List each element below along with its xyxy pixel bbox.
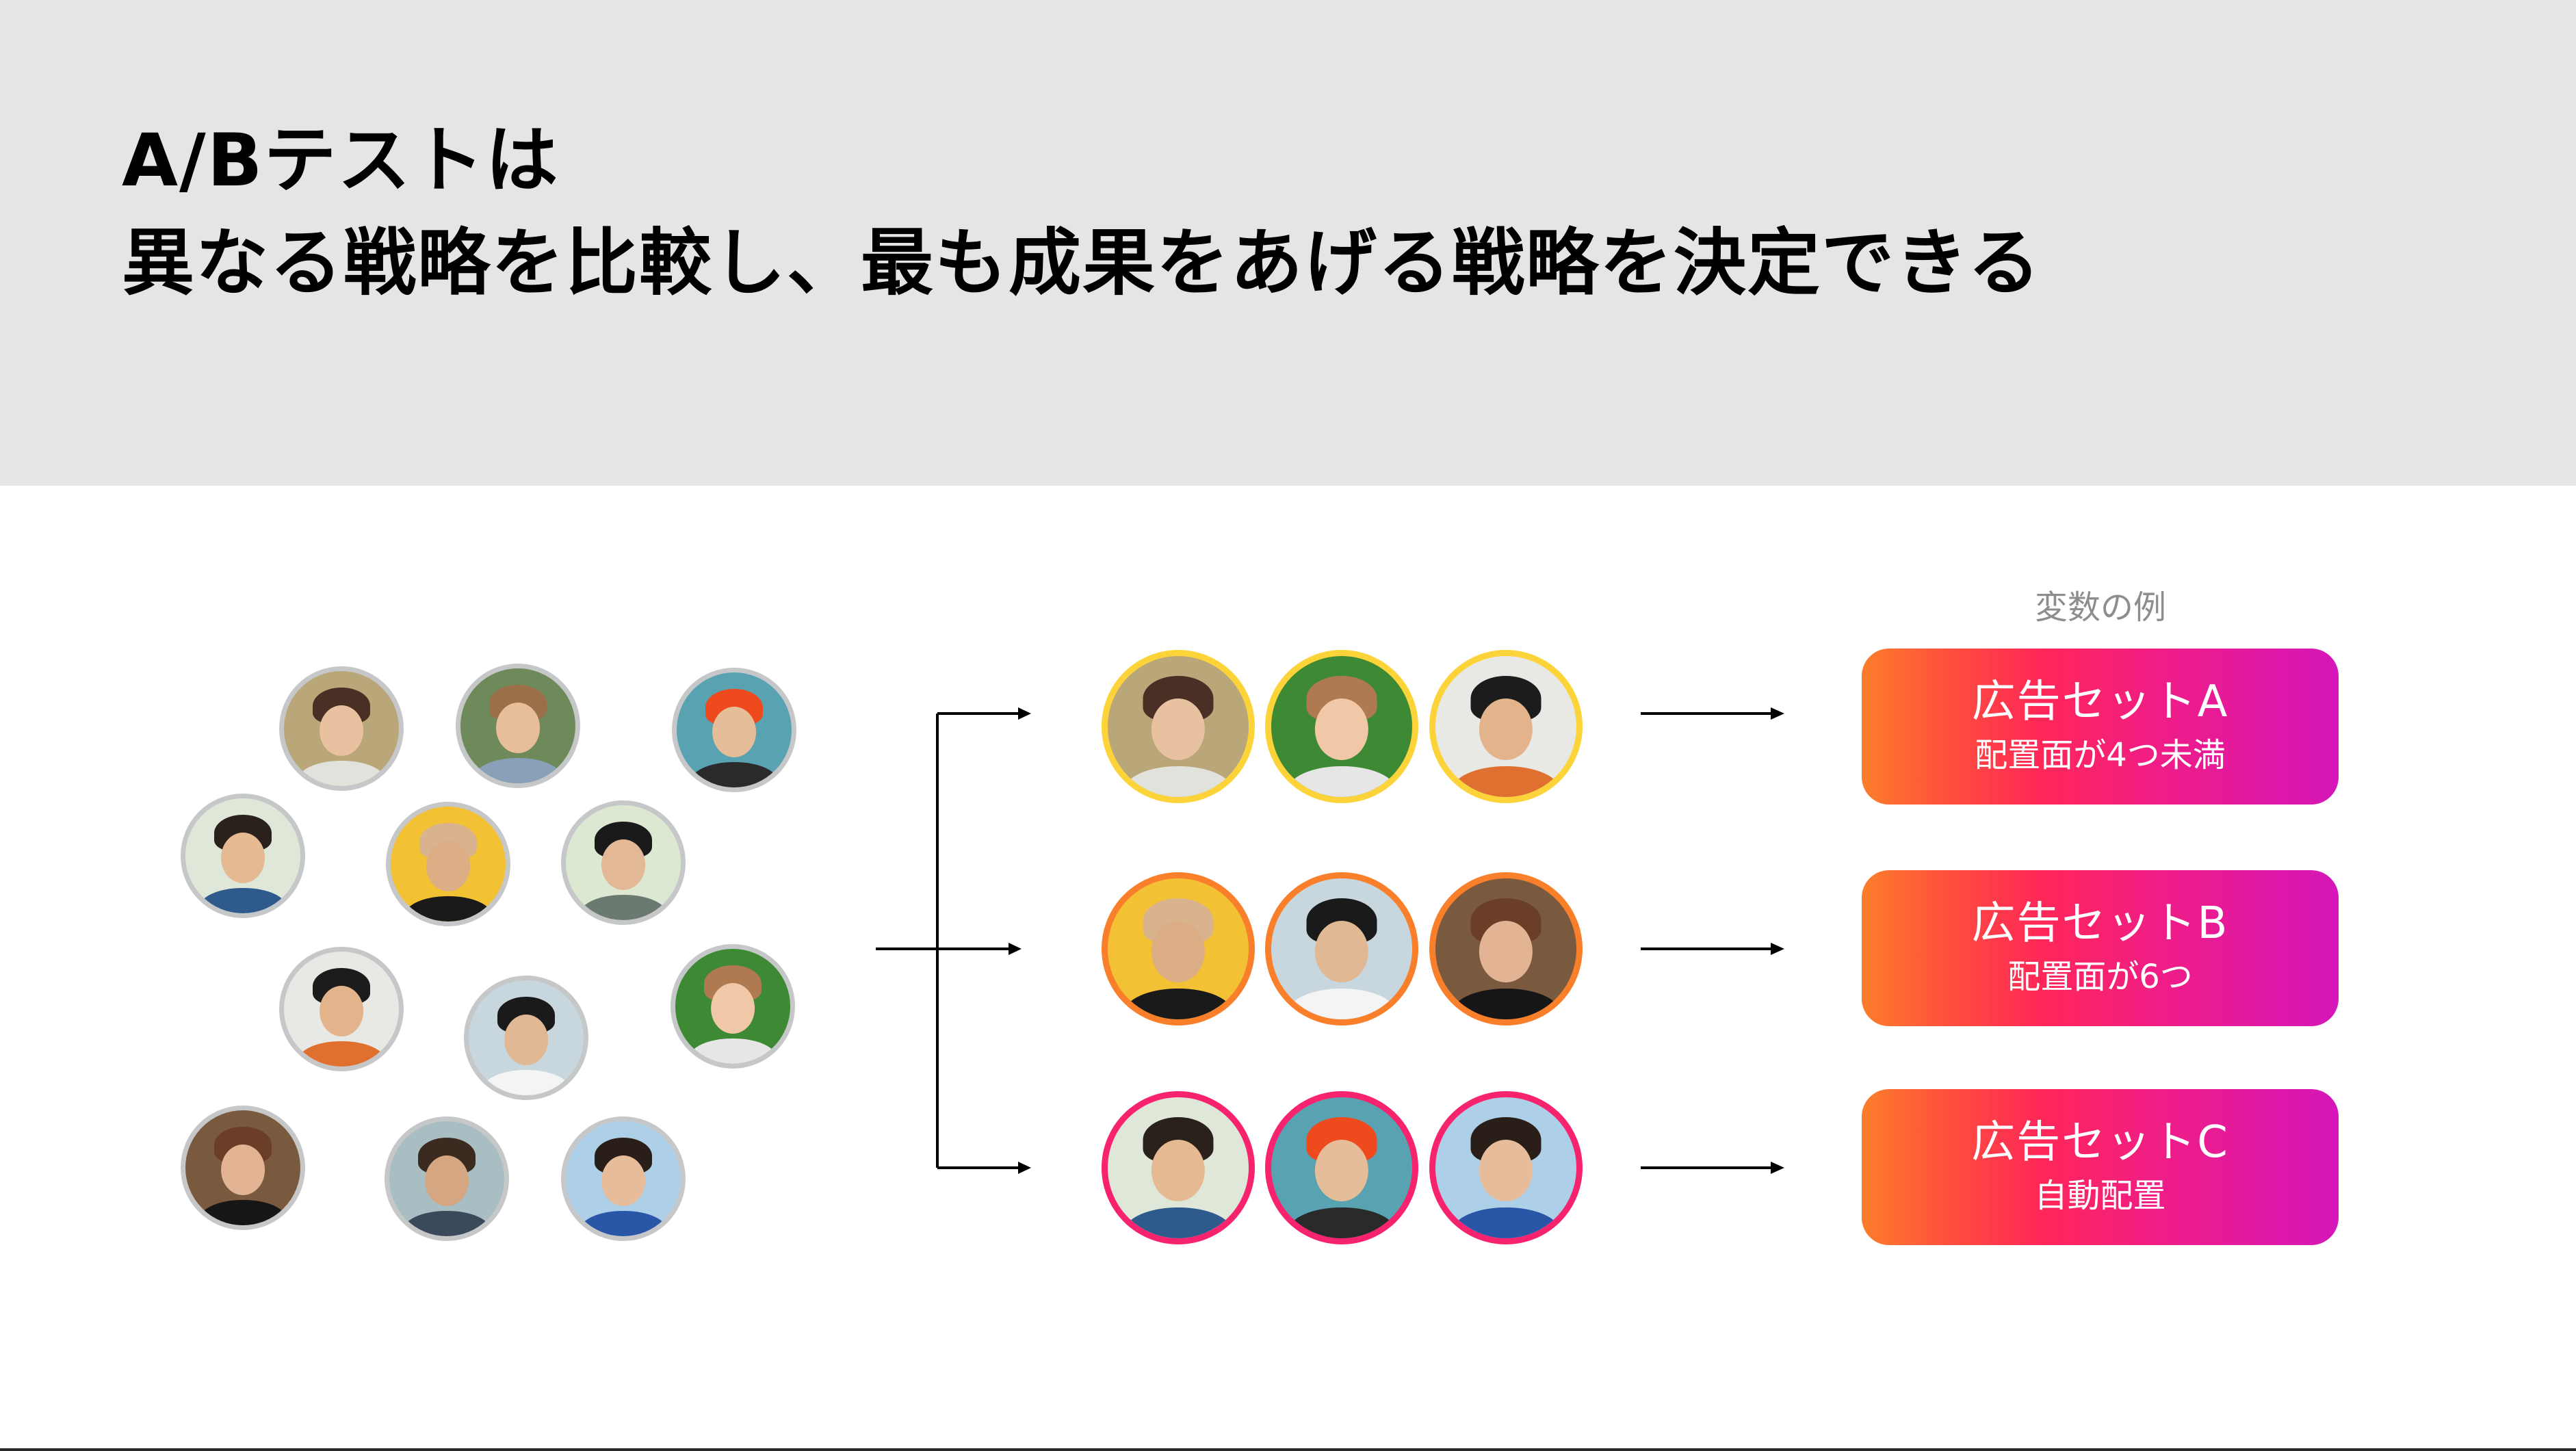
face-shape: [1151, 698, 1206, 761]
title-line-2: 異なる戦略を比較し、最も成果をあげる戦略を決定できる: [122, 221, 2042, 305]
shoulders-shape: [199, 888, 287, 913]
ad-set-c-card: 広告セットC 自動配置: [1862, 1089, 2339, 1245]
avatar-woman-long-hair: [1102, 650, 1255, 803]
avatar-woman-orange-beanie: [1265, 1091, 1418, 1244]
ad-set-b-description: 配置面が6つ: [2007, 958, 2193, 996]
ad-set-a-card: 広告セットA 配置面が4つ未満: [1862, 649, 2339, 805]
avatar-man-laughing: [1102, 1091, 1255, 1244]
avatar-woman-straw-hat: [456, 664, 580, 788]
face-shape: [1314, 920, 1369, 983]
variables-example-label: 変数の例: [2034, 588, 2166, 627]
face-shape: [320, 986, 363, 1037]
avatar-woman-laughing-sky: [561, 1116, 686, 1241]
face-shape: [1151, 1139, 1206, 1202]
face-shape: [1479, 920, 1533, 983]
title-line-1: A/Bテストは: [122, 118, 560, 202]
avatar-woman-bucket-hat: [1102, 872, 1255, 1025]
shoulders-shape: [298, 761, 385, 786]
face-shape: [1314, 1139, 1369, 1202]
shoulders-shape: [474, 758, 562, 783]
face-shape: [601, 839, 645, 891]
ad-set-c-name: 広告セットC: [1971, 1117, 2229, 1168]
avatar-woman-long-hair: [279, 666, 404, 791]
avatar-man-laughing: [181, 794, 305, 918]
face-shape: [1479, 1139, 1533, 1202]
face-shape: [711, 983, 755, 1034]
shoulders-shape: [689, 1038, 777, 1064]
ad-set-a-name: 広告セットA: [1971, 677, 2229, 727]
avatar-woman-bucket-hat: [386, 802, 510, 926]
avatar-man-headphones: [561, 800, 686, 925]
ad-set-c-description: 自動配置: [2034, 1177, 2166, 1215]
avatar-man-glasses: [385, 1116, 509, 1241]
avatar-woman-on-phone: [1265, 650, 1418, 803]
avatar-woman-on-phone: [671, 944, 795, 1069]
face-shape: [1479, 698, 1533, 761]
face-shape: [504, 1015, 548, 1066]
ad-set-b-name: 広告セットB: [1971, 898, 2229, 949]
avatar-woman-laughing-sky: [1429, 1091, 1583, 1244]
face-shape: [496, 703, 540, 754]
avatar-woman-sunglasses: [1429, 872, 1583, 1025]
face-shape: [320, 705, 363, 757]
face-shape: [221, 1145, 265, 1196]
face-shape: [426, 841, 470, 892]
page-title: A/Bテストは 異なる戦略を比較し、最も成果をあげる戦略を決定できる: [122, 109, 2042, 315]
avatar-man-undercut: [1265, 872, 1418, 1025]
bottom-divider: [0, 1448, 2576, 1451]
avatar-man-undercut: [464, 976, 588, 1100]
ad-set-b-card: 広告セットB 配置面が6つ: [1862, 870, 2339, 1026]
avatar-woman-sunglasses: [181, 1106, 305, 1230]
avatar-woman-orange-beanie: [672, 668, 796, 792]
shoulders-shape: [580, 1211, 667, 1236]
shoulders-shape: [482, 1070, 570, 1095]
shoulders-shape: [580, 895, 667, 920]
shoulders-shape: [199, 1200, 287, 1225]
face-shape: [221, 833, 265, 884]
face-shape: [1314, 698, 1369, 761]
face-shape: [712, 707, 756, 758]
face-shape: [601, 1155, 645, 1207]
face-shape: [1151, 920, 1206, 983]
ad-set-a-description: 配置面が4つ未満: [1975, 736, 2226, 774]
shoulders-shape: [404, 896, 492, 921]
shoulders-shape: [403, 1211, 491, 1236]
shoulders-shape: [690, 762, 778, 787]
face-shape: [425, 1155, 469, 1207]
header-banner: A/Bテストは 異なる戦略を比較し、最も成果をあげる戦略を決定できる: [0, 0, 2576, 486]
shoulders-shape: [298, 1041, 385, 1067]
avatar-man-orange-shirt: [1429, 650, 1583, 803]
avatar-man-orange-shirt: [279, 947, 404, 1071]
